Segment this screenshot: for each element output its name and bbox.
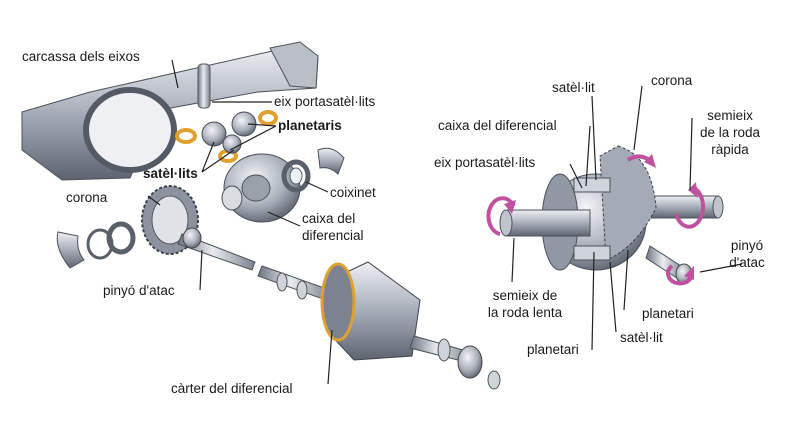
label-corona: corona — [66, 190, 108, 205]
label-carcassa: carcassa dels eixos — [22, 49, 140, 64]
label-coixinet: coixinet — [330, 185, 376, 200]
differential-carrier — [320, 261, 501, 390]
label-planetari-right: planetari — [642, 306, 694, 321]
label-pinyo-l1: pinyó — [730, 238, 764, 253]
label-semieix-rapida-l2: de la roda — [699, 125, 761, 140]
label-satelit-top: satèl·lit — [552, 80, 595, 95]
leader-lines-left — [147, 59, 333, 385]
label-eix-portasatelits: eix portasatèl·lits — [274, 94, 376, 109]
label-caixa-l1: caixa del — [302, 211, 356, 226]
label-semieix-rapida-l3: ràpida — [711, 142, 749, 157]
pinion-shaft — [177, 227, 331, 301]
label-semieix-rapida-l1: semieix — [707, 108, 753, 123]
label-satelits: satèl·lits — [143, 166, 198, 181]
bearings — [56, 147, 345, 269]
gears-cluster — [201, 111, 257, 154]
label-semieix-lenta-l1: semieix de — [492, 288, 558, 303]
label-pinyo-l2: d'atac — [729, 255, 765, 270]
label-caixa-diferencial: caixa del diferencial — [438, 118, 557, 133]
label-eix-portasatelits-right: eix portasatèl·lits — [434, 155, 536, 170]
label-planetari-bottom: planetari — [527, 342, 579, 357]
label-semieix-lenta-l2: la roda lenta — [487, 305, 563, 320]
leader-lines-right — [511, 85, 743, 351]
differential-case — [221, 153, 301, 223]
label-carter: càrter del diferencial — [171, 381, 293, 396]
axle-housing — [21, 41, 319, 181]
rotation-arrows — [486, 154, 706, 286]
label-corona-right: corona — [651, 73, 693, 88]
label-planetaris: planetaris — [278, 118, 342, 133]
label-satelit-bottom: satèl·lit — [620, 330, 663, 345]
label-caixa-l2: diferencial — [302, 228, 364, 243]
label-pinyo-atac: pinyó d'atac — [103, 283, 175, 298]
